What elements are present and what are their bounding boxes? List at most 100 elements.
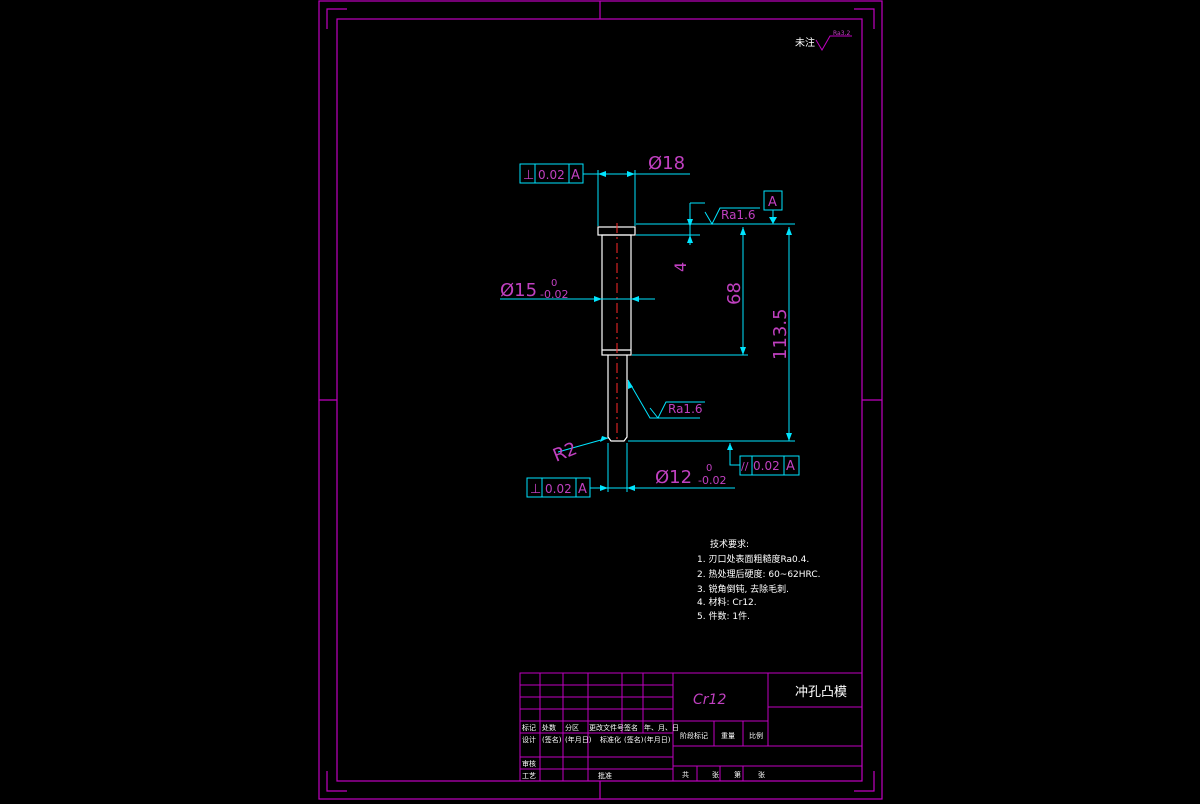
arrow-dia18-left [598, 171, 606, 177]
tb-process: 工艺 [522, 772, 536, 780]
tb-sheet-label: 张 [758, 770, 765, 779]
tb-header: 年、月、日 [644, 723, 679, 732]
tb-header: 标记 [522, 723, 536, 732]
tb-sheet-label: 共 [682, 770, 689, 779]
roughness-symbol-icon [815, 35, 852, 51]
title-block-border [519, 672, 863, 782]
tol-frame-top-box [519, 163, 584, 184]
arrow-dia18-right [627, 171, 635, 177]
datum-a-triangle-icon [769, 217, 777, 224]
tb-header: 更改文件号 [589, 723, 624, 732]
title-block-grid [519, 672, 863, 782]
tol-frame-bottom-perp: ⊥ 0.02 A [526, 477, 591, 498]
trim-mark-tl [326, 8, 347, 29]
tb-header: 处数 [542, 723, 556, 732]
dimension-lines [500, 170, 795, 492]
tb-weight-label: 重量 [721, 732, 735, 740]
arrow-dia12-left [600, 485, 608, 491]
technical-requirements: 技术要求: 1. 刃口处表面粗糙度Ra0.4. 2. 热处理后硬度: 60~62… [697, 538, 821, 622]
dia18-label: Ø18 [648, 153, 685, 174]
tech-req-title: 技术要求: [710, 538, 749, 550]
dia12-tol-lower: -0.02 [698, 474, 726, 487]
tb-design: (签名) [542, 735, 562, 744]
part-name: 冲孔凸模 [795, 685, 847, 700]
ra-top-label: Ra1.6 [721, 208, 756, 222]
arrow-len4-bottom [687, 235, 693, 243]
tol-frame-bottom-datum: A [578, 482, 587, 497]
tb-header: 签名 [624, 723, 638, 732]
tb-approve: 批准 [598, 771, 612, 780]
arrow-dia15-right [631, 296, 639, 302]
trim-mark-br [854, 771, 875, 792]
arrow-r2 [600, 436, 608, 442]
ra-top-roughness-icon [704, 207, 760, 226]
roughness-note-label: 未注 [795, 36, 815, 49]
len68-label: 68 [724, 282, 745, 305]
dia15-label: Ø15 [500, 280, 537, 301]
title-block-headers: 标记 处数 分区 更改文件号 签名 年、月、日 设计 (签名) (年月日) 标准… [522, 723, 765, 780]
parallel-leader [729, 443, 740, 466]
arrow-len68-bottom [740, 347, 746, 355]
title-block: Cr12 冲孔凸模 标记 处数 分区 更改文件号 签名 年、月、日 设计 (签名… [519, 672, 863, 782]
tech-req-item: 2. 热处理后硬度: 60~62HRC. [697, 568, 821, 580]
datum-a-label: A [768, 195, 777, 210]
tb-review: 审核 [522, 759, 536, 768]
tol-frame-top-value: 0.02 [538, 168, 565, 182]
arrow-dia12-right [627, 485, 635, 491]
tb-design: (年月日) [644, 735, 671, 744]
tol-frame-parallel-value: 0.02 [753, 459, 780, 473]
tol-frame-parallel-datum: A [786, 459, 795, 474]
tb-header: 分区 [565, 723, 579, 732]
tech-req-item: 5. 件数: 1件. [697, 610, 750, 622]
dimension-labels: Ø18 Ra1.6 4 68 113.5 Ø15 0 -0.02 Ra1.6 R… [500, 153, 791, 488]
tb-design: 设计 [522, 735, 536, 744]
outer-border [318, 0, 883, 800]
ra-bottom-leader [627, 379, 700, 419]
trim-mark-tr [854, 8, 875, 29]
ra-bottom-label: Ra1.6 [668, 402, 703, 416]
tol-frame-parallel: // 0.02 A [739, 455, 800, 476]
tol-frame-top-perp: ⊥ 0.02 A [519, 163, 584, 184]
arrow-len113-bottom [786, 433, 792, 441]
tech-req-item: 4. 材料: Cr12. [697, 596, 757, 608]
tol-frame-top-datum: A [571, 168, 580, 183]
tb-sheet-label: 第 [734, 770, 741, 779]
dia12-label: Ø12 [655, 467, 692, 488]
roughness-note-value: Ra3.2 [833, 30, 850, 37]
datum-a-frame [763, 190, 783, 211]
tol-frame-bottom-value: 0.02 [545, 482, 572, 496]
tb-design: (年月日) [565, 735, 592, 744]
perpendicularity-bottom-icon: ⊥ [530, 482, 541, 497]
tb-design: 标准化 [600, 735, 621, 744]
dia12-tol-upper: 0 [706, 463, 712, 474]
tech-req-item: 3. 锐角倒钝, 去除毛刺. [697, 583, 789, 595]
tb-scale-label: 比例 [749, 731, 763, 740]
punch-body [601, 234, 632, 356]
arrow-ra-bottom [628, 380, 633, 389]
arrow-parallel [727, 443, 733, 450]
r2-leader [557, 437, 609, 453]
dia15-tol-lower: -0.02 [540, 288, 568, 301]
ra-bottom-roughness-icon [649, 401, 705, 419]
trim-mark-bl [326, 771, 347, 792]
inner-border [336, 18, 863, 782]
len4-label: 4 [671, 262, 690, 272]
arrow-len113-top [786, 227, 792, 235]
arrow-len68-top [740, 227, 746, 235]
tb-design: (签名) [624, 735, 644, 744]
parallelism-icon: // [741, 460, 749, 473]
r2-label: R2 [550, 438, 580, 466]
dia15-tol-upper: 0 [551, 278, 557, 289]
tech-req-item: 1. 刃口处表面粗糙度Ra0.4. [697, 553, 809, 565]
arrow-dia15-left [594, 296, 602, 302]
drawing-frame [318, 0, 883, 800]
tb-sheet-label: 张 [712, 770, 719, 779]
datum-a-box: A [763, 190, 783, 211]
dimension-arrows [594, 171, 792, 491]
material-label: Cr12 [693, 692, 726, 708]
perpendicularity-icon: ⊥ [523, 168, 534, 183]
general-roughness-note: 未注 Ra3.2 [795, 30, 852, 51]
tol-frame-bottom-box [526, 477, 591, 498]
